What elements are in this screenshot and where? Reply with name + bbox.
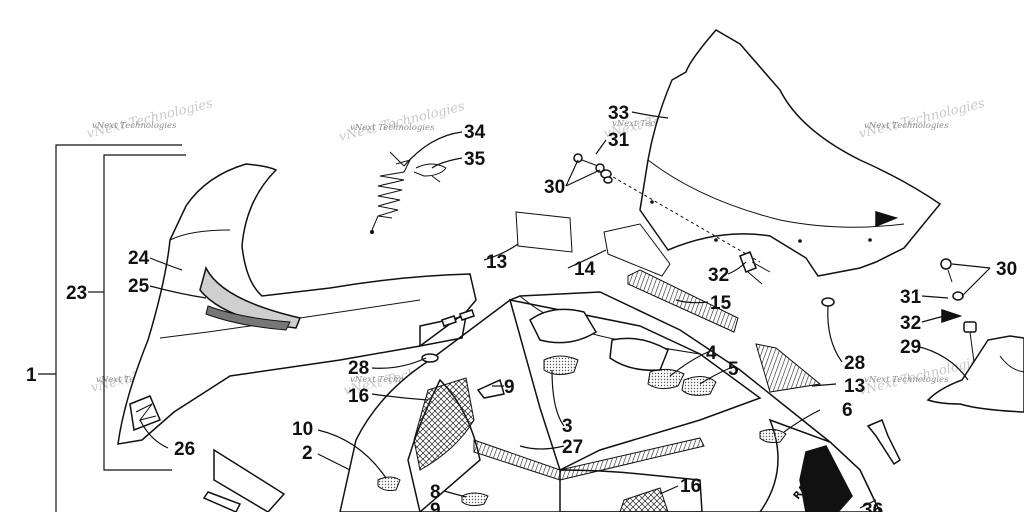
spring-hook: [370, 151, 447, 234]
callout-6: 6: [842, 400, 853, 421]
side-screen-16b: [619, 487, 669, 512]
callout-26: 26: [174, 439, 195, 460]
callout-35: 35: [464, 149, 486, 170]
callout-32-right: 32: [900, 313, 921, 334]
callout-2: 2: [302, 443, 313, 464]
watermark-text: vNext Technologies: [864, 375, 949, 385]
decal-5: [681, 376, 717, 396]
callout-14: 14: [574, 259, 596, 280]
callout-25: 25: [128, 276, 150, 297]
side-panel: [117, 163, 477, 445]
watermark-bg: vNext Technologies: [85, 96, 214, 142]
hood: RAT: [202, 291, 881, 512]
decal-6: [759, 428, 787, 443]
callout-15: 15: [710, 293, 732, 314]
callout-3: 3: [562, 416, 573, 437]
callout-labels: 1 23 24 25 26 10 2 28 16 9 3 27 8 9 16 1…: [26, 103, 1017, 512]
watermark-text: vNext Technologies: [350, 375, 435, 385]
callout-30-right: 30: [996, 259, 1017, 280]
callout-32-left: 32: [708, 265, 729, 286]
watermark-bg: vNext Technologies: [337, 99, 466, 145]
callout-23: 23: [66, 283, 87, 304]
windshield: [607, 29, 942, 277]
decal-3: [543, 355, 579, 376]
headlight-recess: [529, 308, 598, 344]
hardware-left: [573, 153, 771, 285]
decal-13-left: [515, 211, 573, 253]
callout-9: 9: [504, 377, 515, 398]
callout-16-left: 16: [348, 386, 369, 407]
assembly-brackets: [38, 144, 186, 512]
callout-16-right: 16: [680, 476, 701, 497]
callout-31-left: 31: [608, 130, 630, 151]
decal-4: [647, 368, 685, 390]
callout-36: 36: [862, 500, 883, 512]
callout-30-left: 30: [544, 177, 565, 198]
callout-5: 5: [728, 359, 739, 380]
callout-10: 10: [292, 419, 313, 440]
watermark-text: vNext Technologies: [350, 123, 435, 133]
side-screen-16: [413, 377, 475, 471]
mirror-29: [926, 335, 1024, 413]
callout-31-right: 31: [900, 287, 922, 308]
callout-8: 8: [430, 482, 441, 503]
watermark-bg: vNext Technologies: [857, 96, 986, 142]
callout-28-left: 28: [348, 358, 369, 379]
mirror-assembly: [821, 258, 1024, 466]
decal-10: [377, 476, 401, 491]
windshield-emblem: [875, 210, 899, 228]
callout-34: 34: [464, 122, 486, 143]
watermark-text: vNext Technologies: [612, 119, 697, 129]
callout-13-left: 13: [486, 252, 507, 273]
callout-33: 33: [608, 103, 629, 124]
decal-8: [461, 492, 489, 507]
callout-4: 4: [706, 343, 717, 364]
callout-1: 1: [26, 365, 37, 386]
leader-lines: [139, 111, 991, 509]
callout-13-right: 13: [844, 376, 865, 397]
callout-27: 27: [562, 437, 583, 458]
decal-13-right: [755, 343, 822, 393]
vent-9: [476, 378, 505, 399]
watermark-text: vNext Technologies: [864, 121, 949, 131]
callout-28-right: 28: [844, 353, 865, 374]
callout-29: 29: [900, 337, 921, 358]
trim-24-25: [199, 265, 302, 329]
callout-24: 24: [128, 248, 150, 269]
callout-9b: 9: [430, 500, 441, 512]
decal-14: [603, 223, 671, 277]
watermark-text: vNext Technologies: [92, 121, 177, 131]
